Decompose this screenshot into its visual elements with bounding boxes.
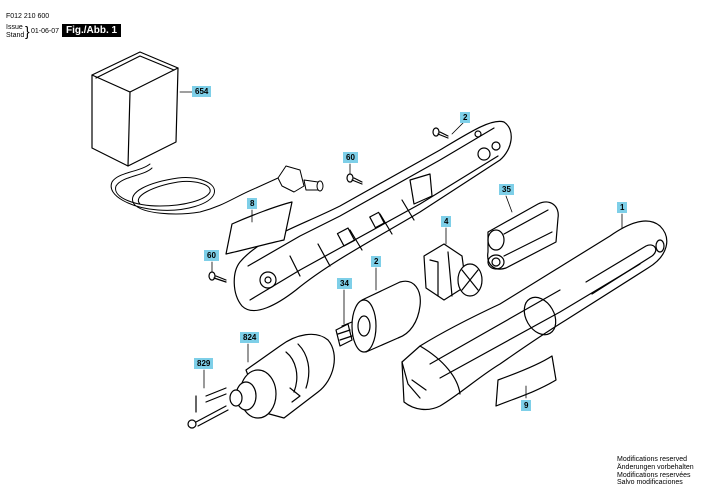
leader-lines	[179, 91, 623, 399]
callout-1: 1	[617, 202, 628, 213]
stand-label: Stand	[6, 32, 25, 39]
callout-2-housing: 2	[460, 112, 471, 123]
charger-cable	[110, 163, 324, 215]
switch-part	[423, 243, 483, 301]
callout-824: 824	[240, 332, 260, 343]
battery-pack-part	[487, 201, 559, 270]
label-plate-8	[225, 201, 293, 255]
issue-date: 01-06-07	[31, 28, 60, 35]
callout-654: 654	[192, 86, 212, 97]
screw-part-lower	[208, 271, 227, 283]
bit-part	[187, 387, 229, 429]
gearbox-part	[229, 333, 335, 419]
gear-part	[335, 323, 353, 347]
callout-60-lower: 60	[204, 250, 219, 261]
label-plate-9	[495, 355, 557, 407]
callout-34: 34	[337, 278, 352, 289]
callout-9: 9	[521, 400, 532, 411]
callout-4: 4	[441, 216, 452, 227]
part-number: F012 210 600	[6, 13, 50, 20]
callout-35: 35	[499, 184, 514, 195]
callout-8: 8	[247, 198, 258, 209]
modification-notes: Modifications reserved Änderungen vorbeh…	[617, 456, 694, 487]
screw-part-upper	[346, 173, 363, 185]
motor-part	[341, 280, 421, 353]
callout-60-upper: 60	[343, 152, 358, 163]
note-en: Modifications reserved	[617, 456, 688, 463]
issue-label: Issue	[6, 24, 23, 31]
callout-829: 829	[194, 358, 214, 369]
note-es: Salvo modificaciones	[617, 479, 683, 487]
charger-part	[91, 51, 179, 167]
note-fr: Modifications reservées	[617, 471, 691, 479]
screw-part-housing	[432, 127, 449, 139]
figure-tag: Fig./Abb. 1	[62, 24, 122, 37]
main-housing-part	[401, 220, 668, 411]
housing-half-part	[233, 120, 512, 312]
callout-2-motor: 2	[371, 256, 382, 267]
note-de: Änderungen vorbehalten	[617, 463, 694, 471]
brace-glyph: }	[25, 23, 30, 39]
